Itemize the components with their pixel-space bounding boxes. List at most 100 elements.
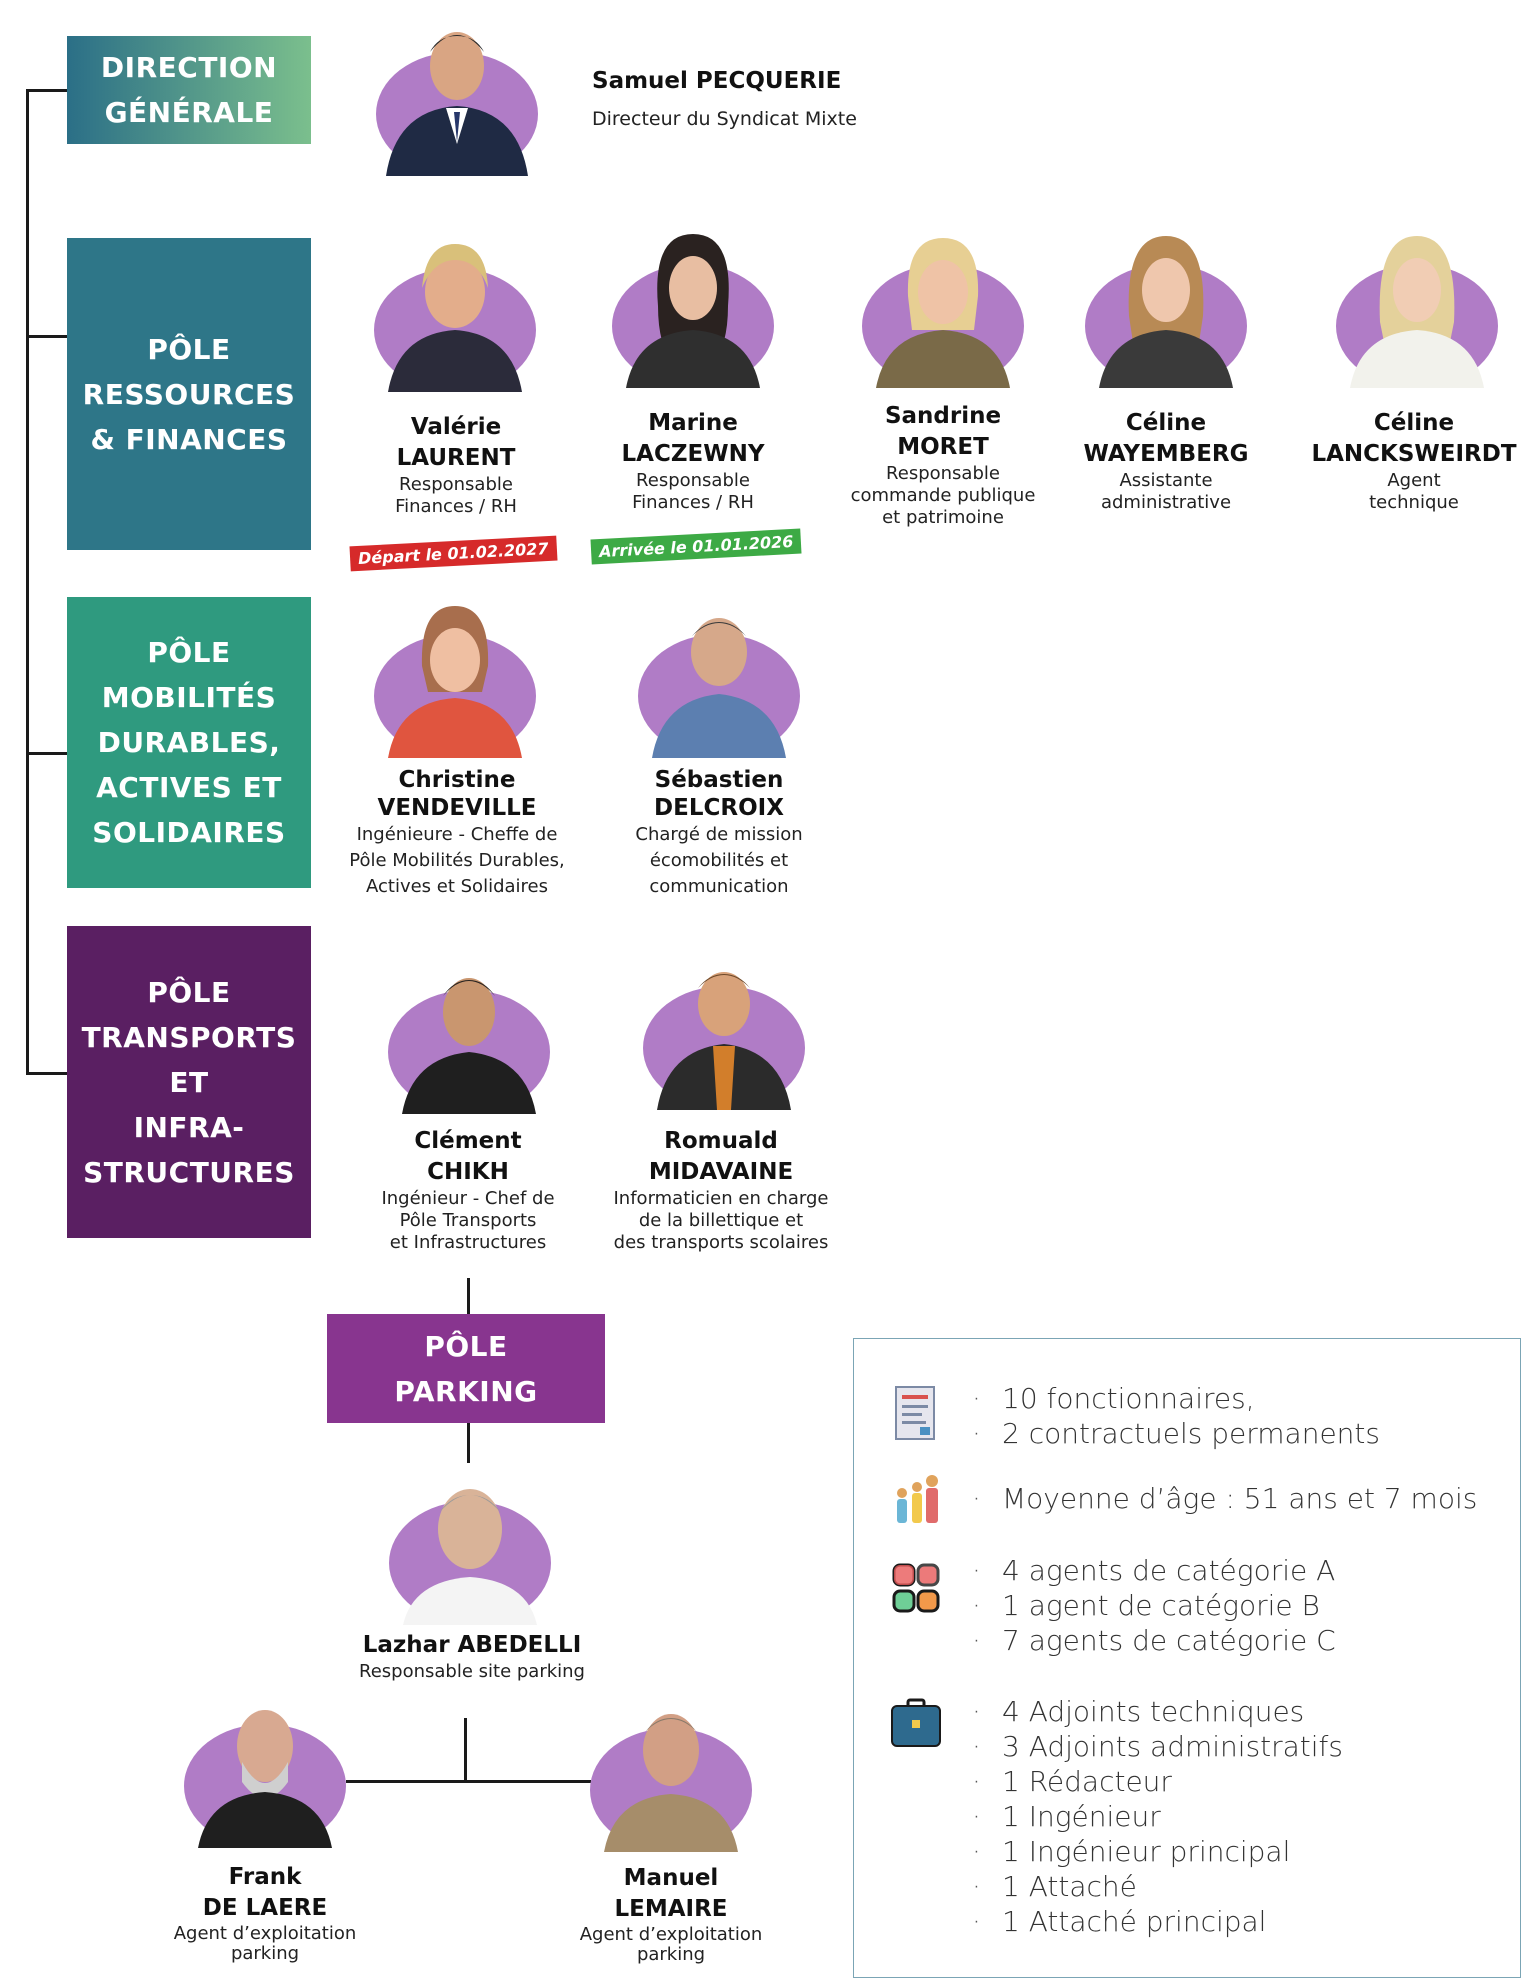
person-role-line: Agent d’exploitation — [579, 1924, 763, 1945]
person-first-name: Valérie — [410, 414, 502, 440]
person-first-name: Frank — [228, 1864, 302, 1890]
stat-list: Moyenne d’âge : 51 ans et 7 mois — [972, 1481, 1477, 1516]
dept-label-line: ET — [169, 1065, 209, 1099]
dept-ressources-finances: PÔLE RESSOURCES & FINANCES — [67, 238, 311, 550]
dept-label-line: MOBILITÉS — [101, 681, 277, 714]
person-last-name: LEMAIRE — [614, 1896, 728, 1922]
person-role-line: Assistante — [1119, 470, 1213, 491]
avatar-christine-vendeville — [374, 596, 536, 758]
person-celine-lanckesweirdt: Céline LANCKSWEIRDT Agent technique — [1306, 408, 1522, 514]
dept-label-line: SOLIDAIRES — [92, 816, 286, 849]
person-last-name: WAYEMBERG — [1083, 441, 1249, 467]
person-frank-de-laere: Frank DE LAERE Agent d’exploitation park… — [150, 1862, 380, 1964]
dept-label-line: DURABLES, — [97, 726, 281, 759]
person-last-name: LAURENT — [396, 445, 516, 471]
person-role-line: communication — [649, 876, 789, 897]
avatar-celine-wayemberg — [1085, 226, 1247, 388]
person-valerie-laurent: Valérie LAURENT Responsable Finances / R… — [350, 412, 562, 518]
person-romuald-midavaine: Romuald MIDAVAINE Informaticien en charg… — [600, 1126, 842, 1254]
person-sandrine-moret: Sandrine MORET Responsable commande publ… — [834, 401, 1052, 529]
person-role-line: commande publique — [850, 485, 1036, 506]
avatar-celine-lanckesweirdt — [1336, 226, 1498, 388]
tree-branch-transports — [26, 1072, 67, 1075]
person-role-line: Pôle Mobilités Durables, — [349, 850, 565, 871]
person-last-name: DELCROIX — [654, 795, 784, 821]
stats-panel: 10 fonctionnaires, 2 contractuels perman… — [853, 1338, 1521, 1978]
person-role-line: Responsable — [636, 470, 750, 491]
document-icon — [890, 1383, 942, 1443]
dept-parking: PÔLE PARKING — [327, 1314, 605, 1423]
person-christine-vendeville: Christine VENDEVILLE Ingénieure - Cheffe… — [333, 766, 581, 900]
dept-transports: PÔLE TRANSPORTS ET INFRA- STRUCTURES — [67, 926, 311, 1238]
lead-name: Lazhar ABEDELLI — [362, 1632, 582, 1658]
person-marine-laczewny: Marine LACZEWNY Responsable Finances / R… — [586, 408, 800, 514]
person-last-name: LANCKSWEIRDT — [1311, 441, 1517, 467]
stat-item: 4 agents de catégorie A — [972, 1553, 1336, 1588]
avatar-samuel-pecquerie — [376, 14, 538, 176]
person-role-line: Informaticien en charge — [613, 1188, 829, 1209]
person-role-line: Finances / RH — [632, 492, 754, 513]
person-first-name: Christine — [398, 767, 516, 793]
person-first-name: Céline — [1373, 410, 1455, 436]
person-first-name: Manuel — [623, 1865, 719, 1891]
badge-arrival: Arrivée le 01.01.2026 — [590, 528, 802, 565]
person-role-line: de la billettique et — [638, 1210, 804, 1231]
stat-item: 1 Attaché principal — [972, 1904, 1343, 1939]
connector-parking-lead — [467, 1423, 470, 1463]
dept-label-line: PÔLE — [147, 975, 231, 1009]
person-role-line: et Infrastructures — [389, 1232, 547, 1253]
person-role-line: Responsable — [399, 474, 513, 495]
avatar-frank-de-laere — [184, 1686, 346, 1848]
stat-item: 1 Ingénieur principal — [972, 1834, 1343, 1869]
avatar-manuel-lemaire — [590, 1690, 752, 1852]
stat-item: 2 contractuels permanents — [972, 1416, 1380, 1451]
stat-list: 10 fonctionnaires, 2 contractuels perman… — [972, 1381, 1380, 1451]
person-role-line: Ingénieur - Chef de — [381, 1188, 555, 1209]
dept-label-line: RESSOURCES — [82, 377, 296, 411]
stat-item: 1 Rédacteur — [972, 1764, 1343, 1799]
dept-label-line: GÉNÉRALE — [104, 96, 274, 129]
avatar-clement-chikh — [388, 952, 550, 1114]
person-role-line: Chargé de mission — [635, 824, 803, 845]
person-celine-wayemberg: Céline WAYEMBERG Assistante administrati… — [1066, 408, 1266, 514]
director-name: Samuel PECQUERIE — [592, 68, 842, 94]
person-role-line: administrative — [1100, 492, 1232, 513]
avatar-valerie-laurent — [374, 230, 536, 392]
connector-agents-horizontal — [346, 1780, 591, 1783]
person-first-name: Romuald — [664, 1128, 778, 1154]
person-sebastien-delcroix: Sébastien DELCROIX Chargé de mission éco… — [610, 766, 828, 900]
person-last-name: LACZEWNY — [621, 441, 765, 467]
avatar-romuald-midavaine — [643, 948, 805, 1110]
stat-item: 1 agent de catégorie B — [972, 1588, 1336, 1623]
dept-direction-generale: DIRECTION GÉNÉRALE — [67, 36, 311, 144]
family-icon — [890, 1469, 942, 1529]
stat-list: 4 Adjoints techniques 3 Adjoints adminis… — [972, 1694, 1343, 1939]
dept-label-line: TRANSPORTS — [81, 1020, 297, 1054]
person-role-line: et patrimoine — [882, 507, 1004, 528]
tree-spine — [26, 89, 29, 1073]
avatar-sebastien-delcroix — [638, 596, 800, 758]
person-last-name: MIDAVAINE — [648, 1159, 794, 1185]
tree-branch-direction — [26, 89, 67, 92]
stat-item: 1 Ingénieur — [972, 1799, 1343, 1834]
person-role-line: écomobilités et — [649, 850, 789, 871]
person-role-line: technique — [1369, 492, 1459, 513]
person-first-name: Sébastien — [654, 767, 784, 793]
person-role-line: des transports scolaires — [613, 1232, 829, 1253]
person-role-line: Finances / RH — [395, 496, 517, 517]
person-first-name: Marine — [648, 410, 738, 436]
stat-list: 4 agents de catégorie A 1 agent de catég… — [972, 1553, 1336, 1658]
dept-label-line: & FINANCES — [90, 422, 288, 456]
dept-label-line: PÔLE — [424, 1329, 508, 1363]
dept-label-line: STRUCTURES — [83, 1155, 295, 1189]
dept-label-line: PARKING — [394, 1374, 538, 1408]
tree-branch-mobilites — [26, 752, 67, 755]
person-clement-chikh: Clément CHIKH Ingénieur - Chef de Pôle T… — [366, 1126, 570, 1254]
dept-mobilites: PÔLE MOBILITÉS DURABLES, ACTIVES ET SOLI… — [67, 597, 311, 888]
avatar-sandrine-moret — [862, 226, 1024, 388]
director-role: Directeur du Syndicat Mixte — [592, 108, 857, 130]
person-role-line: Ingénieure - Cheffe de — [356, 824, 558, 845]
person-first-name: Clément — [414, 1128, 522, 1154]
briefcase-icon — [890, 1694, 942, 1754]
dept-label-line: INFRA- — [133, 1110, 245, 1144]
